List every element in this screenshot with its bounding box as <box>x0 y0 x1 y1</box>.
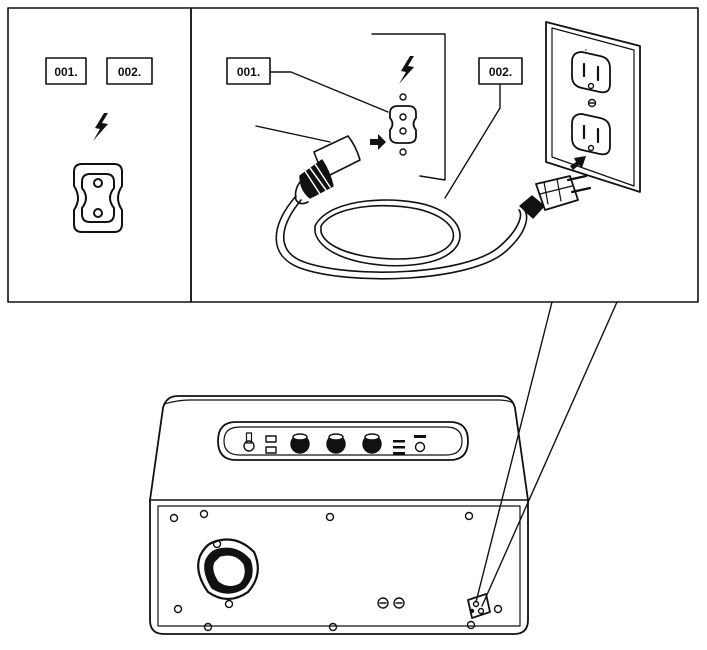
usb-port <box>265 435 277 454</box>
left-label-001: 001. <box>45 57 87 85</box>
leader-line-001 <box>269 71 389 113</box>
device-inlet <box>389 93 417 156</box>
status-leds <box>393 435 426 455</box>
speaker-back-panel <box>157 505 521 627</box>
power-cord <box>275 195 528 280</box>
callout-line-right <box>481 301 618 607</box>
lightning-bolt-icon <box>399 56 414 84</box>
left-label-002-text: 002. <box>118 65 141 79</box>
callout-line-left <box>475 301 553 603</box>
knob-treble <box>362 433 382 454</box>
knob-volume <box>290 433 310 454</box>
insert-arrow-inlet <box>370 134 386 150</box>
left-label-001-text: 001. <box>54 65 77 79</box>
left-label-002: 002. <box>106 57 153 85</box>
wall-plug <box>519 174 592 219</box>
right-panel: 001. 002. <box>190 7 699 303</box>
insert-arrow-outlet <box>570 156 586 170</box>
right-label-002: 002. <box>478 57 523 85</box>
right-label-001: 001. <box>226 57 271 85</box>
speaker-top-edge <box>163 399 515 405</box>
right-label-002-text: 002. <box>489 65 512 79</box>
lightning-bolt-icon <box>93 113 108 141</box>
leader-line-002 <box>444 83 501 199</box>
iec-plug-connector <box>294 135 361 205</box>
knob-bass <box>326 433 346 454</box>
control-panel <box>217 421 469 461</box>
device-wall <box>371 33 446 181</box>
terminal-pair <box>377 597 405 609</box>
speaker-unit <box>149 395 529 635</box>
device-wall-edge <box>255 125 331 143</box>
speaker-power-inlet <box>467 593 491 619</box>
bass-port-handle <box>197 538 259 601</box>
left-panel: 001. 002. <box>7 7 192 303</box>
wall-outlet-icon <box>545 21 641 193</box>
right-panel-frame <box>190 7 699 303</box>
aux-jack <box>243 432 255 452</box>
figure-8-ac-inlet-icon <box>73 163 123 233</box>
right-label-001-text: 001. <box>237 65 260 79</box>
left-panel-frame <box>7 7 192 303</box>
